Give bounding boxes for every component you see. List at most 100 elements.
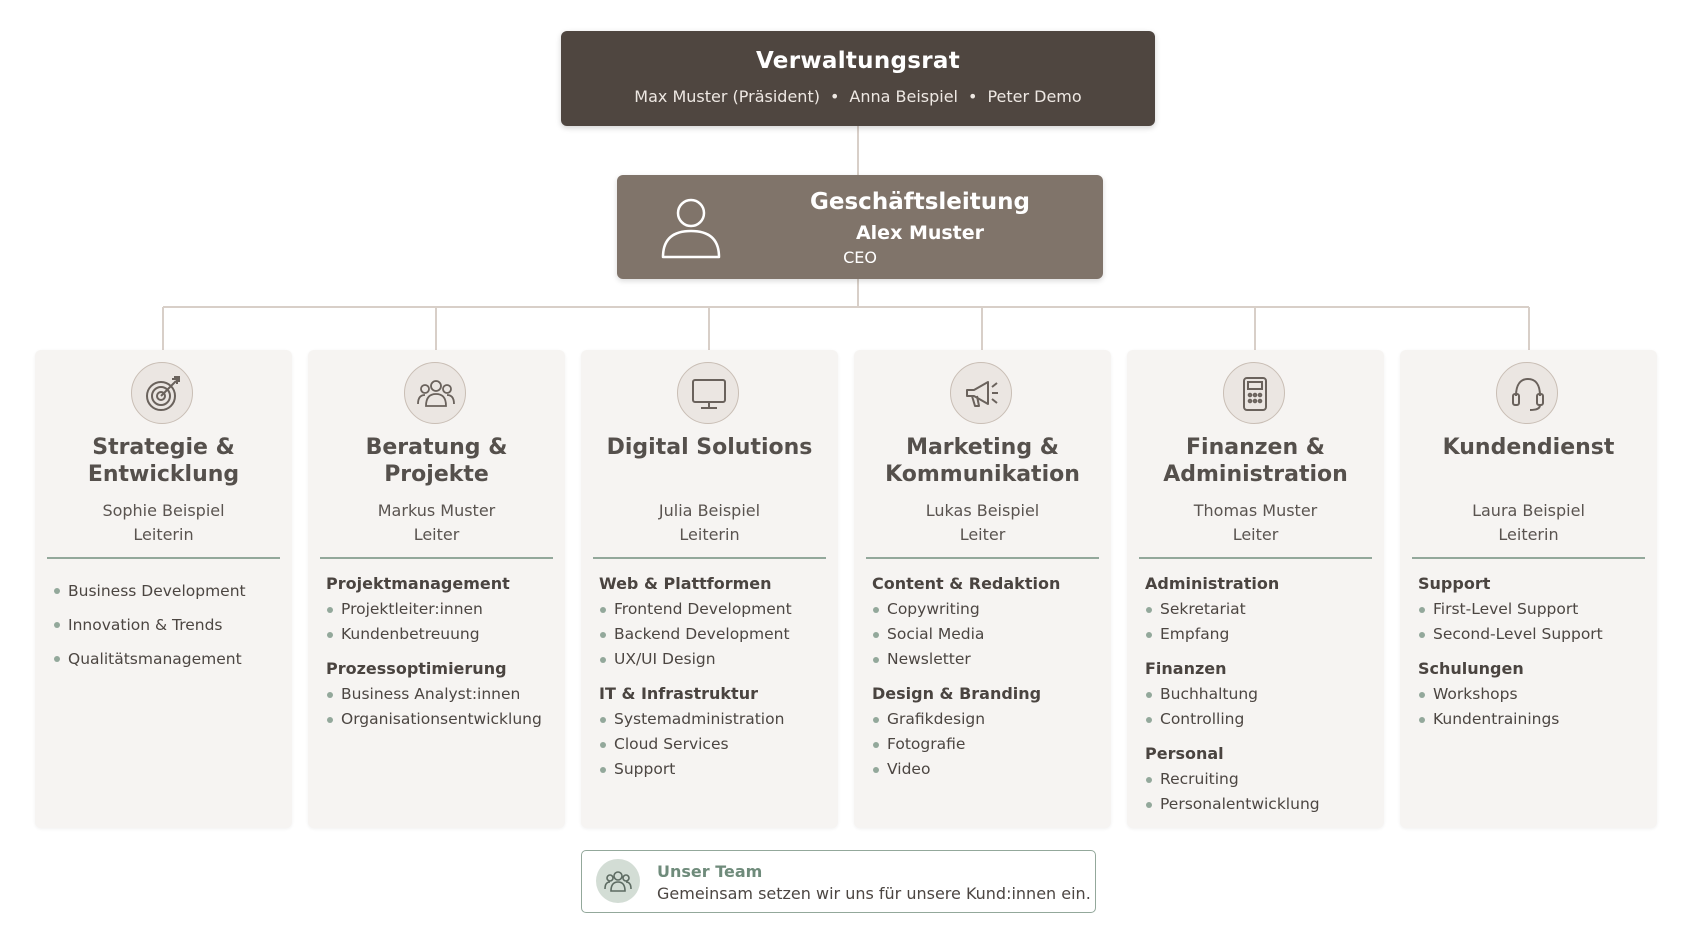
unit-item: Organisationsentwicklung <box>326 707 555 732</box>
unit-item: Frontend Development <box>599 597 828 622</box>
unit-group-title: Administration <box>1145 574 1280 593</box>
unit-group-title: Design & Branding <box>872 684 1042 703</box>
department-title: Strategie & Entwicklung <box>87 435 240 487</box>
head-name: Julia Beispiel <box>658 501 761 520</box>
people-group-icon <box>404 362 466 424</box>
head-role: Leiter <box>1232 525 1279 544</box>
head-name: Thomas Muster <box>1193 501 1318 520</box>
board-of-directors-box: Verwaltungsrat Max Muster (Präsident)•An… <box>561 31 1155 126</box>
unit-item: Controlling <box>1145 707 1374 732</box>
unit-group-title: Projektmanagement <box>326 574 510 593</box>
unit-item: Personalentwicklung <box>1145 792 1374 817</box>
separator-dot: • <box>968 87 978 106</box>
department-title: Digital Solutions <box>606 435 813 460</box>
board-title: Verwaltungsrat <box>755 48 961 74</box>
unit-group-title: Schulungen <box>1418 659 1524 678</box>
calculator-icon <box>1223 362 1285 424</box>
unit-item: UX/UI Design <box>599 647 828 672</box>
unit-item: Innovation & Trends <box>53 608 282 642</box>
head-name: Laura Beispiel <box>1472 501 1585 520</box>
team-text: Gemeinsam setzen wir uns für unsere Kund… <box>657 884 1091 903</box>
unit-group-title: Web & Plattformen <box>599 574 772 593</box>
unit-item: Kundentrainings <box>1418 707 1647 732</box>
unit-item: First-Level Support <box>1418 597 1647 622</box>
unit-item: Sekretariat <box>1145 597 1374 622</box>
team-info-box: Unser Team Gemeinsam setzen wir uns für … <box>581 850 1096 913</box>
headset-icon <box>1496 362 1558 424</box>
unit-item: Second-Level Support <box>1418 622 1647 647</box>
head-name: Lukas Beispiel <box>925 501 1040 520</box>
board-member: Peter Demo <box>987 87 1082 106</box>
divider <box>47 557 280 559</box>
management-box: Geschäftsleitung Alex Muster CEO <box>617 175 1103 279</box>
ceo-name: Alex Muster <box>855 222 985 244</box>
head-role: Leiterin <box>679 525 740 544</box>
team-title: Unser Team <box>657 862 763 881</box>
department-title: Finanzen & Administration <box>1163 435 1348 487</box>
head-role: Leiter <box>413 525 460 544</box>
management-title: Geschäftsleitung <box>810 189 1030 215</box>
unit-item: Empfang <box>1145 622 1374 647</box>
unit-item: Newsletter <box>872 647 1101 672</box>
head-role: Leiterin <box>133 525 194 544</box>
unit-item: Cloud Services <box>599 732 828 757</box>
unit-group-title: Prozessoptimierung <box>326 659 507 678</box>
department-title: Kundendienst <box>1442 435 1615 460</box>
unit-item: Recruiting <box>1145 767 1374 792</box>
unit-group-title: Personal <box>1145 744 1224 763</box>
unit-item: Projektleiter:innen <box>326 597 555 622</box>
unit-item: Business Development <box>53 574 282 608</box>
unit-item: Social Media <box>872 622 1101 647</box>
unit-item: Systemadministration <box>599 707 828 732</box>
divider <box>593 557 826 559</box>
board-member: Anna Beispiel <box>849 87 958 106</box>
department-title: Beratung & Projekte <box>365 435 508 487</box>
team-icon <box>596 859 640 903</box>
unit-item: Business Analyst:innen <box>326 682 555 707</box>
unit-group-title: Content & Redaktion <box>872 574 1061 593</box>
unit-item: Workshops <box>1418 682 1647 707</box>
unit-item: Backend Development <box>599 622 828 647</box>
divider <box>866 557 1099 559</box>
unit-item: Qualitätsmanagement <box>53 642 282 676</box>
separator-dot: • <box>829 87 840 106</box>
unit-group-title: Finanzen <box>1145 659 1227 678</box>
divider <box>320 557 553 559</box>
monitor-icon <box>677 362 739 424</box>
head-name: Markus Muster <box>377 501 496 520</box>
unit-item: Fotografie <box>872 732 1101 757</box>
head-role: Leiter <box>959 525 1006 544</box>
ceo-role: CEO <box>843 248 877 267</box>
unit-group-title: Support <box>1418 574 1491 593</box>
unit-item: Support <box>599 757 828 782</box>
divider <box>1412 557 1645 559</box>
board-members: Max Muster (Präsident)•Anna Beispiel•Pet… <box>561 87 1155 106</box>
head-role: Leiterin <box>1498 525 1559 544</box>
department-title: Marketing & Kommunikation <box>885 435 1080 487</box>
